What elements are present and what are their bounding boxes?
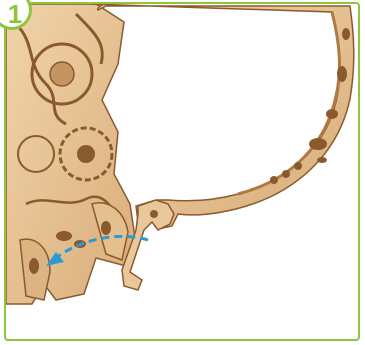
instruction-panel [4,2,360,341]
arch-piece-illustration [90,4,354,290]
assembly-illustration [6,4,360,341]
clock-mechanism-illustration [6,4,136,304]
step-number: 1 [8,0,22,30]
